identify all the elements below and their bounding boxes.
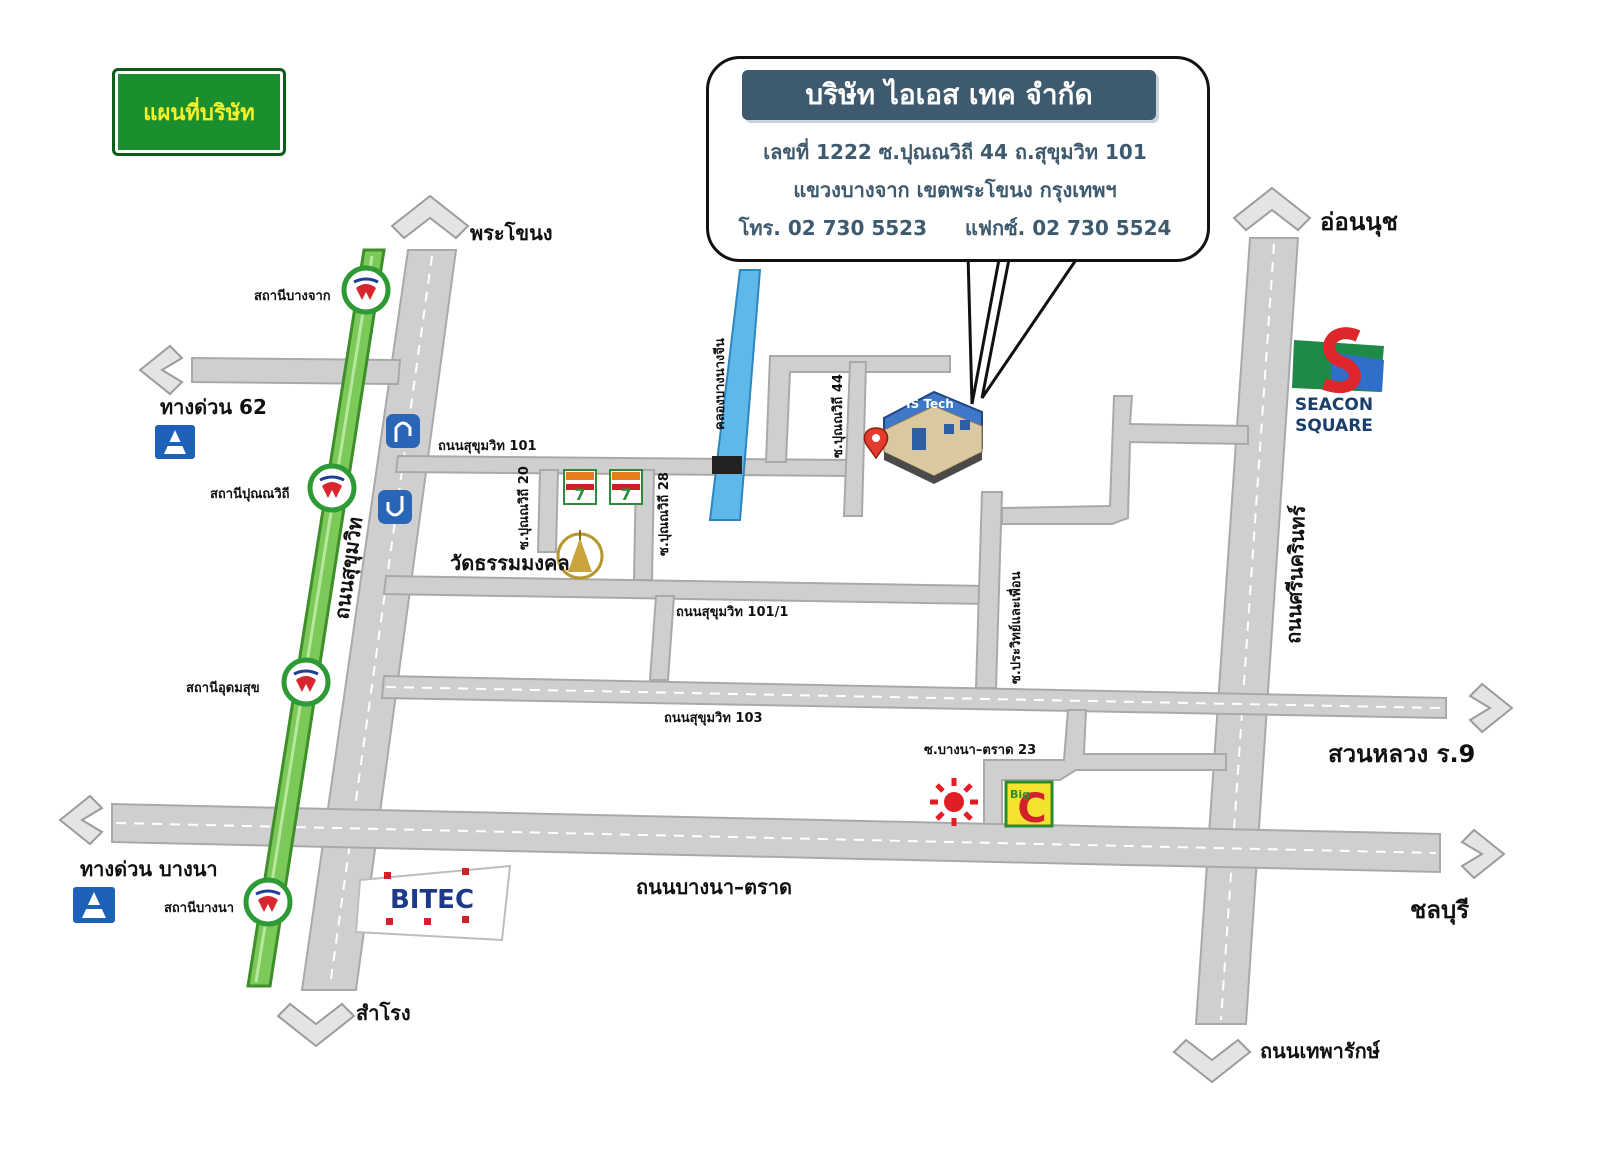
bitec-logo: BITEC (354, 864, 512, 942)
location-pin-icon (863, 427, 889, 460)
direction-south: สำโรง (356, 1001, 411, 1025)
road-label-soi-punnawithi28: ซ.ปุณณวิถี 28 (656, 472, 672, 556)
seven-eleven-icon: 7 (609, 469, 643, 505)
address-line1: เลขที่ 1222 ซ.ปุณณวิถี 44 ถ.สุขุมวิท 101 (763, 140, 1147, 164)
soi-bangna23-road (983, 709, 1227, 831)
soi-punnawithi20-road (536, 469, 560, 553)
arrow-west-top-icon (138, 344, 184, 396)
direction-northeast: อ่อนนุช (1320, 208, 1398, 238)
arrow-north-icon (390, 194, 470, 240)
direction-west-top: ทางด่วน 62 (160, 395, 267, 419)
bts-station-icon (281, 657, 331, 707)
road-label-srinakarin: ถนนศรีนครินทร์ (1281, 505, 1310, 644)
company-name-banner: บริษัท ไอเอส เทค จำกัด (742, 70, 1156, 120)
bts-station-icon (307, 463, 357, 513)
arrow-southeast-icon (1172, 1038, 1252, 1084)
station-label: สถานีปุณณวิถี (210, 486, 290, 502)
sukhumvit101-1-road (382, 574, 987, 606)
phone-number: โทร. 02 730 5523 (738, 216, 927, 240)
expressway-icon (153, 423, 197, 461)
road-label-soi-punnawithi20: ซ.ปุณณวิถี 20 (516, 466, 532, 550)
direction-north: พระโขนง (470, 221, 553, 245)
map-title: แผนที่บริษัท (143, 100, 255, 126)
bts-station-icon (243, 877, 293, 927)
expressway62-road (191, 356, 402, 386)
seacon-line1: SEACON (1295, 395, 1373, 415)
big-c-top: Big (1010, 788, 1030, 801)
company-name: บริษัท ไอเอส เทค จำกัด (805, 78, 1093, 111)
seven-eleven-icon: 7 (563, 469, 597, 505)
seacon-line2: SQUARE (1295, 416, 1373, 436)
road-label-sukhumvit101-1: ถนนสุขุมวิท 101/1 (676, 605, 788, 620)
company-building-icon: IS Tech (883, 390, 983, 484)
bridge (712, 456, 742, 474)
road-label-soi-bangna23: ซ.บางนา–ตราด 23 (924, 743, 1036, 758)
contact-line: โทร. 02 730 5523 แฟกซ์. 02 730 5524 (712, 212, 1198, 244)
temple-label: วัดธรรมมงคล (450, 551, 570, 575)
seacon-square-logo: SEACON SQUARE (1292, 327, 1384, 436)
sun-logo-icon (930, 778, 978, 826)
bangna-trad-road (111, 802, 1441, 874)
bts-line (246, 248, 386, 988)
big-c-letter: C (1017, 786, 1046, 832)
station-label: สถานีบางนา (164, 900, 234, 916)
bts-station-icon (341, 265, 391, 315)
road-label-soi-punnawithi44: ซ.ปุณณวิถี 44 (830, 374, 846, 458)
arrow-northeast-icon (1232, 186, 1312, 232)
u-turn-icon (386, 414, 420, 448)
u-turn-icon (378, 490, 412, 524)
road-label-sukhumvit103: ถนนสุขุมวิท 103 (664, 711, 763, 726)
canal-label: คลองบางนางจีน (712, 338, 728, 430)
arrow-east-bottom-icon (1460, 828, 1506, 880)
station-label: สถานีอุดมสุข (186, 680, 260, 696)
seven-eleven-label: 7 (620, 485, 631, 504)
direction-southeast: ถนนเทพารักษ์ (1260, 1039, 1380, 1063)
big-c-logo: C Big (1004, 780, 1054, 832)
temple-icon (556, 530, 604, 580)
expressway-icon (71, 885, 117, 925)
seven-eleven-label: 7 (574, 485, 585, 504)
road-label-soi-prawet: ซ.ประวิทย์และเพื่อน (1006, 571, 1024, 684)
road-label-bangna-trad: ถนนบางนา–ตราด (636, 875, 792, 899)
fax-number: แฟกซ์. 02 730 5524 (964, 216, 1172, 240)
arrow-east-middle-icon (1468, 682, 1514, 734)
bitec-label: BITEC (390, 885, 474, 915)
soi-prawet-road (974, 491, 1004, 689)
soi-punnawithi44-road (764, 355, 951, 463)
station-label: สถานีบางจาก (254, 288, 331, 304)
direction-west-bottom: ทางด่วน บางนา (80, 857, 218, 881)
road-label-sukhumvit101: ถนนสุขุมวิท 101 (438, 439, 537, 454)
map-title-box: แผนที่บริษัท (112, 68, 286, 156)
arrow-south-icon (276, 1002, 356, 1048)
building-sign: IS Tech (906, 397, 954, 411)
direction-east-bottom: ชลบุรี (1410, 896, 1469, 926)
direction-east-middle: สวนหลวง ร.9 (1328, 740, 1475, 768)
address-line2: แขวงบางจาก เขตพระโขนง กรุงเทพฯ (793, 178, 1117, 202)
arrow-west-bottom-icon (58, 794, 104, 846)
